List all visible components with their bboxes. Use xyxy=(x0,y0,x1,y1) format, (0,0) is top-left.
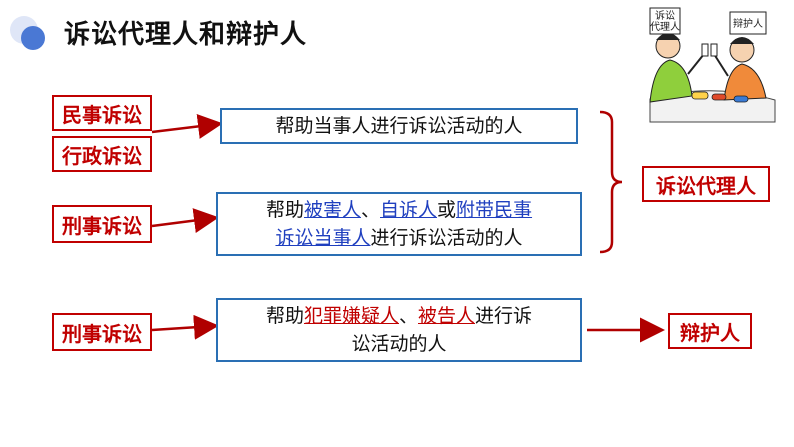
title-decoration-icon xyxy=(10,16,45,50)
description-text: 帮助被害人、自诉人或附带民事 诉讼当事人进行诉讼活动的人 xyxy=(266,196,532,252)
sign-text-agent-line2: 代理人 xyxy=(650,21,680,33)
sign-text-defender: 辩护人 xyxy=(733,17,763,30)
label-litigation-agent: 诉讼代理人 xyxy=(642,166,770,202)
text-separator: 或 xyxy=(437,199,457,221)
text-suffix: 进行诉讼活动的人 xyxy=(370,227,523,249)
description-box-victim: 帮助被害人、自诉人或附带民事 诉讼当事人进行诉讼活动的人 xyxy=(216,192,582,256)
term-victim: 被害人 xyxy=(303,199,361,221)
description-text: 帮助犯罪嫌疑人、被告人进行诉 讼活动的人 xyxy=(266,302,532,358)
term-private-prosecutor: 自诉人 xyxy=(380,199,438,221)
text-line2: 讼活动的人 xyxy=(351,333,447,355)
label-criminal-litigation-upper: 刑事诉讼 xyxy=(52,205,152,243)
arrow-criminal-to-box3 xyxy=(151,314,219,340)
label-defender: 辩护人 xyxy=(668,313,752,349)
text-suffix: 进行诉 xyxy=(475,305,533,327)
term-defendant: 被告人 xyxy=(418,305,476,327)
text-separator: 、 xyxy=(360,199,380,221)
term-suspect: 犯罪嫌疑人 xyxy=(303,305,399,327)
description-box-suspect: 帮助犯罪嫌疑人、被告人进行诉 讼活动的人 xyxy=(216,298,582,362)
label-administrative-litigation: 行政诉讼 xyxy=(52,136,152,172)
description-text: 帮助当事人进行诉讼活动的人 xyxy=(275,115,523,137)
page-title: 诉讼代理人和辩护人 xyxy=(64,20,308,50)
label-civil-litigation: 民事诉讼 xyxy=(52,95,152,131)
description-box-general: 帮助当事人进行诉讼活动的人 xyxy=(220,108,578,144)
text-prefix: 帮助 xyxy=(265,199,304,221)
arrow-criminal-to-box2 xyxy=(151,208,219,233)
label-criminal-litigation-lower: 刑事诉讼 xyxy=(52,313,152,351)
arrow-civil-to-box1 xyxy=(151,113,223,139)
term-civil-party-line2: 诉讼当事人 xyxy=(275,227,371,249)
bracket-brace xyxy=(599,110,623,254)
sign-text-agent-line1: 诉讼 xyxy=(655,9,675,22)
term-civil-party-line1: 附带民事 xyxy=(456,199,533,221)
cartoon-illustration: 诉讼 代理人 辩护人 xyxy=(649,7,776,123)
text-prefix: 帮助 xyxy=(265,305,304,327)
text-separator: 、 xyxy=(398,305,418,327)
